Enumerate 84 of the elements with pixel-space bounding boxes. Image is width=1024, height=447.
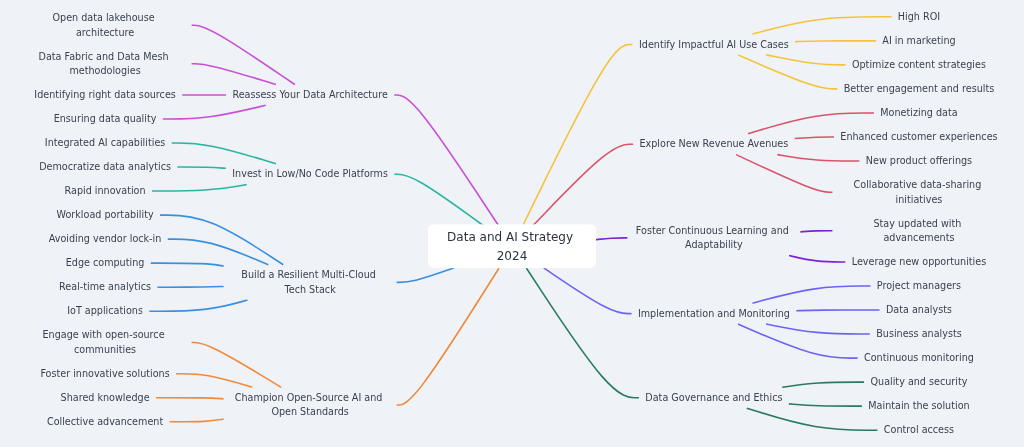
node-text: Identifying right data sources bbox=[34, 89, 176, 101]
connector bbox=[747, 112, 875, 135]
node-text: Collective advancement bbox=[46, 416, 164, 428]
node-text: High ROI bbox=[897, 11, 941, 23]
node-text: Continuous monitoring bbox=[864, 352, 974, 364]
connector bbox=[746, 407, 879, 431]
node-text: Edge computing bbox=[65, 257, 145, 269]
connector bbox=[175, 372, 254, 389]
connector bbox=[151, 183, 248, 192]
node-text: Foster Continuous Learning and Adaptability bbox=[635, 225, 789, 251]
connector bbox=[737, 54, 839, 90]
connector bbox=[190, 62, 277, 86]
connector bbox=[176, 166, 227, 170]
connector bbox=[190, 341, 282, 389]
connector bbox=[735, 153, 834, 194]
connector bbox=[148, 299, 249, 313]
node-text: New product offerings bbox=[865, 155, 973, 167]
node-text: Avoiding vendor lock-in bbox=[48, 233, 162, 245]
connector bbox=[737, 323, 859, 359]
node-text: AI in marketing bbox=[882, 35, 956, 47]
connector bbox=[190, 24, 296, 86]
node-text: Engage with open-source communities bbox=[42, 329, 165, 356]
node-text: Explore New Revenue Avenues bbox=[639, 138, 789, 150]
node-text: Identify Impactful AI Use Cases bbox=[638, 38, 789, 51]
node-text: Democratize data analytics bbox=[39, 161, 171, 173]
connector bbox=[395, 267, 500, 406]
connector bbox=[751, 16, 893, 35]
node-text: Data analysts bbox=[885, 304, 952, 316]
connector bbox=[166, 238, 270, 266]
connector bbox=[155, 396, 225, 400]
node-text: Foster innovative solutions bbox=[40, 368, 170, 380]
node-text: Ensuring data quality bbox=[53, 113, 157, 125]
node-text: Collaborative data-sharing initiatives bbox=[853, 179, 982, 206]
connector bbox=[149, 262, 225, 267]
connector bbox=[181, 94, 227, 96]
node-text: Maintain the solution bbox=[868, 400, 970, 412]
node-text: Data Governance and Ethics bbox=[645, 392, 783, 404]
node-text: Champion Open-Source AI and Open Standards bbox=[234, 392, 383, 418]
node-text: Enhanced customer experiences bbox=[840, 131, 998, 143]
node-text: Open data lakehouse architecture bbox=[52, 12, 155, 39]
node-text: Optimize content strategies bbox=[851, 59, 986, 71]
connector bbox=[542, 267, 633, 315]
connector bbox=[395, 267, 455, 284]
connector bbox=[594, 237, 629, 241]
connector bbox=[751, 285, 872, 304]
node-text: Quality and security bbox=[870, 376, 968, 388]
node-text: Build a Resilient Multi-Cloud Tech Stack bbox=[241, 269, 376, 296]
node-text: Leverage new opportunities bbox=[851, 256, 987, 268]
connector bbox=[159, 214, 285, 266]
connector bbox=[793, 136, 835, 140]
connector bbox=[522, 43, 634, 227]
node-text: Data Fabric and Data Mesh methodologies bbox=[38, 50, 169, 77]
connector bbox=[393, 94, 500, 227]
connector bbox=[525, 267, 640, 399]
node-text: IoT applications bbox=[67, 305, 143, 317]
connector bbox=[788, 254, 847, 263]
node-text: Rapid innovation bbox=[64, 185, 146, 197]
node-text: Real-time analytics bbox=[59, 281, 152, 293]
connector bbox=[393, 173, 484, 227]
connector bbox=[781, 381, 865, 389]
connector bbox=[799, 229, 834, 233]
node-text: Integrated AI capabilities bbox=[44, 137, 166, 149]
node-text: Project managers bbox=[876, 280, 962, 292]
connector bbox=[788, 403, 863, 407]
node-text: Reassess Your Data Architecture bbox=[232, 89, 388, 101]
connector bbox=[168, 418, 225, 423]
node-text: Shared knowledge bbox=[60, 392, 150, 404]
connector bbox=[795, 309, 881, 312]
node-text: Better engagement and results bbox=[843, 83, 995, 95]
connector bbox=[765, 54, 847, 66]
connector bbox=[156, 285, 225, 288]
node-text: Business analysts bbox=[876, 328, 962, 340]
node-text: Control access bbox=[883, 424, 955, 436]
connector bbox=[170, 142, 277, 165]
node-text: Invest in Low/No Code Platforms bbox=[232, 168, 388, 180]
connector bbox=[532, 143, 634, 227]
connector bbox=[794, 40, 877, 43]
node-text: Implementation and Monitoring bbox=[637, 308, 790, 320]
connector bbox=[162, 104, 267, 120]
connector bbox=[765, 323, 871, 335]
node-text: Stay updated with advancements bbox=[873, 217, 962, 244]
node-text: Monetizing data bbox=[880, 107, 958, 119]
node-text: Workload portability bbox=[56, 209, 154, 221]
connector bbox=[776, 153, 861, 162]
